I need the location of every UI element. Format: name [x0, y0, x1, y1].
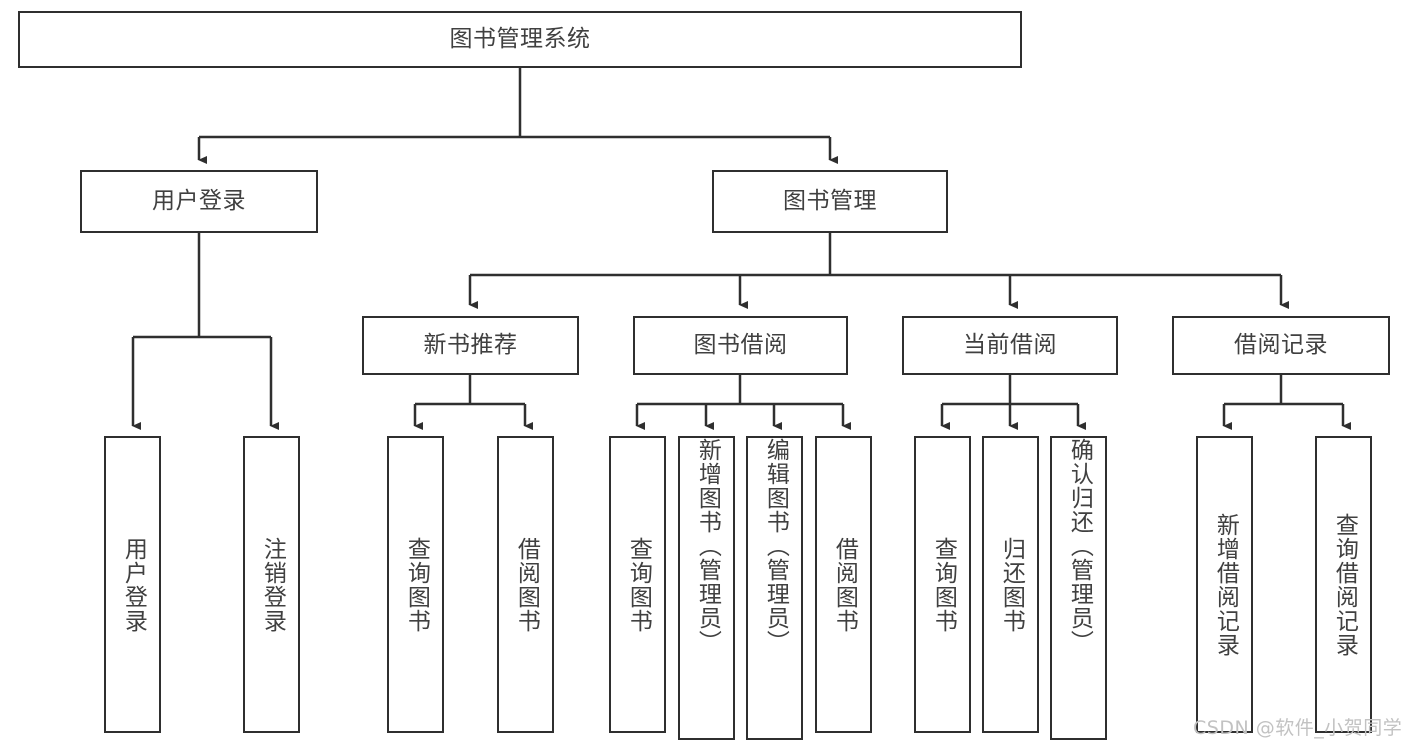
leaf-borrow-book-2[interactable]: 借阅图书: [815, 436, 872, 733]
node-borrow-record[interactable]: 借阅记录: [1172, 316, 1390, 375]
node-user-login[interactable]: 用户登录: [80, 170, 318, 233]
leaf-confirm-return-admin-label: 确认归还（管理员）: [1066, 438, 1093, 654]
node-new-book-recommend-label: 新书推荐: [423, 332, 518, 359]
leaf-logout-login-label: 注销登录: [259, 536, 286, 633]
leaf-query-book-3[interactable]: 查询图书: [914, 436, 971, 733]
leaf-borrow-book-1[interactable]: 借阅图书: [497, 436, 554, 733]
node-book-borrow[interactable]: 图书借阅: [633, 316, 848, 375]
node-root-label: 图书管理系统: [449, 26, 591, 53]
leaf-query-book-2-label: 查询图书: [625, 536, 652, 633]
node-book-manage-label: 图书管理: [783, 188, 877, 215]
node-book-manage[interactable]: 图书管理: [712, 170, 948, 233]
leaf-query-book-3-label: 查询图书: [930, 536, 957, 633]
leaf-query-borrow-record-label: 查询借阅记录: [1331, 512, 1358, 657]
leaf-edit-book-admin[interactable]: 编辑图书（管理员）: [746, 436, 803, 740]
leaf-return-book-label: 归还图书: [998, 536, 1025, 633]
leaf-edit-book-admin-label: 编辑图书（管理员）: [762, 438, 789, 654]
leaf-query-book-2[interactable]: 查询图书: [609, 436, 666, 733]
node-new-book-recommend[interactable]: 新书推荐: [362, 316, 579, 375]
leaf-confirm-return-admin[interactable]: 确认归还（管理员）: [1050, 436, 1107, 740]
leaf-add-book-admin[interactable]: 新增图书（管理员）: [678, 436, 735, 740]
node-borrow-record-label: 借阅记录: [1234, 332, 1328, 359]
leaf-logout-login[interactable]: 注销登录: [243, 436, 300, 733]
leaf-borrow-book-1-label: 借阅图书: [513, 536, 540, 633]
node-user-login-label: 用户登录: [152, 188, 246, 215]
leaf-user-login[interactable]: 用户登录: [104, 436, 161, 733]
leaf-user-login-label: 用户登录: [120, 536, 147, 633]
node-root[interactable]: 图书管理系统: [18, 11, 1022, 68]
leaf-return-book[interactable]: 归还图书: [982, 436, 1039, 733]
leaf-query-book-1[interactable]: 查询图书: [387, 436, 444, 733]
node-book-borrow-label: 图书借阅: [693, 332, 788, 359]
node-current-borrow-label: 当前借阅: [963, 332, 1057, 359]
leaf-query-borrow-record[interactable]: 查询借阅记录: [1315, 436, 1372, 733]
leaf-add-borrow-record-label: 新增借阅记录: [1212, 512, 1239, 657]
leaf-borrow-book-2-label: 借阅图书: [831, 536, 858, 633]
leaf-query-book-1-label: 查询图书: [403, 536, 430, 633]
leaf-add-book-admin-label: 新增图书（管理员）: [694, 438, 721, 654]
node-current-borrow[interactable]: 当前借阅: [902, 316, 1118, 375]
leaf-add-borrow-record[interactable]: 新增借阅记录: [1196, 436, 1253, 733]
watermark-text: CSDN @软件_小贺同学: [1193, 717, 1403, 739]
